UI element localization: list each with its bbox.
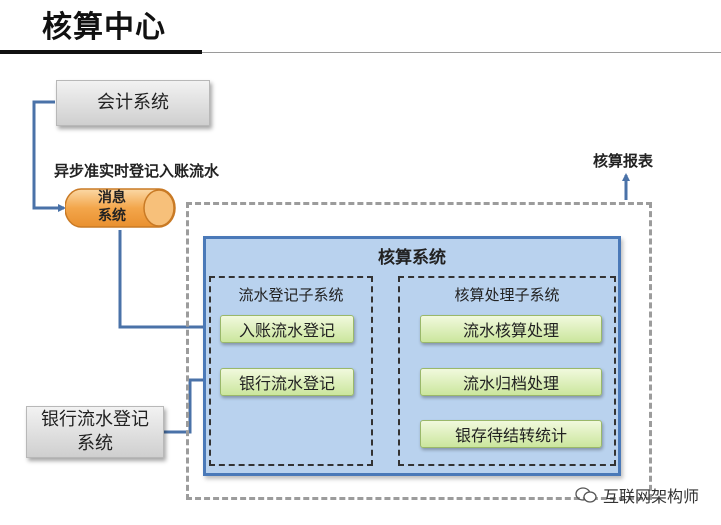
flow-archive-process: 流水归档处理	[420, 368, 602, 396]
message-system-label: 消息 系统	[98, 190, 126, 224]
accounting-process-subsystem-title: 核算处理子系统	[454, 286, 560, 304]
page-title: 核算中心	[42, 10, 166, 45]
arrow-accounting-to-message	[32, 100, 66, 212]
core-system-title: 核算系统	[378, 248, 446, 268]
bank-flow-system-box: 银行流水登记 系统	[26, 406, 164, 458]
wechat-icon	[575, 487, 597, 503]
ledger-flow-register: 入账流水登记	[220, 315, 354, 343]
bank-flow-register: 银行流水登记	[220, 368, 354, 396]
flow-register-subsystem	[209, 276, 373, 466]
watermark-text: 互联网架构师	[603, 487, 700, 506]
arrow-message-to-ledger	[118, 230, 217, 331]
title-underline	[0, 50, 202, 54]
core-boundary	[186, 202, 652, 500]
title-divider	[202, 52, 721, 53]
async-register-label: 异步准实时登记入账流水	[54, 162, 220, 180]
watermark: 互联网架构师	[575, 483, 699, 507]
flow-accounting-process: 流水核算处理	[420, 315, 602, 343]
flow-register-subsystem-title: 流水登记子系统	[238, 286, 344, 304]
deposit-settlement-stats: 银存待结转统计	[420, 420, 602, 448]
arrow-bank-system-to-register	[164, 376, 217, 434]
report-label: 核算报表	[593, 152, 654, 170]
accounting-process-subsystem	[398, 276, 616, 466]
accounting-system-box: 会计系统	[56, 80, 210, 126]
message-system-cylinder	[65, 188, 176, 228]
